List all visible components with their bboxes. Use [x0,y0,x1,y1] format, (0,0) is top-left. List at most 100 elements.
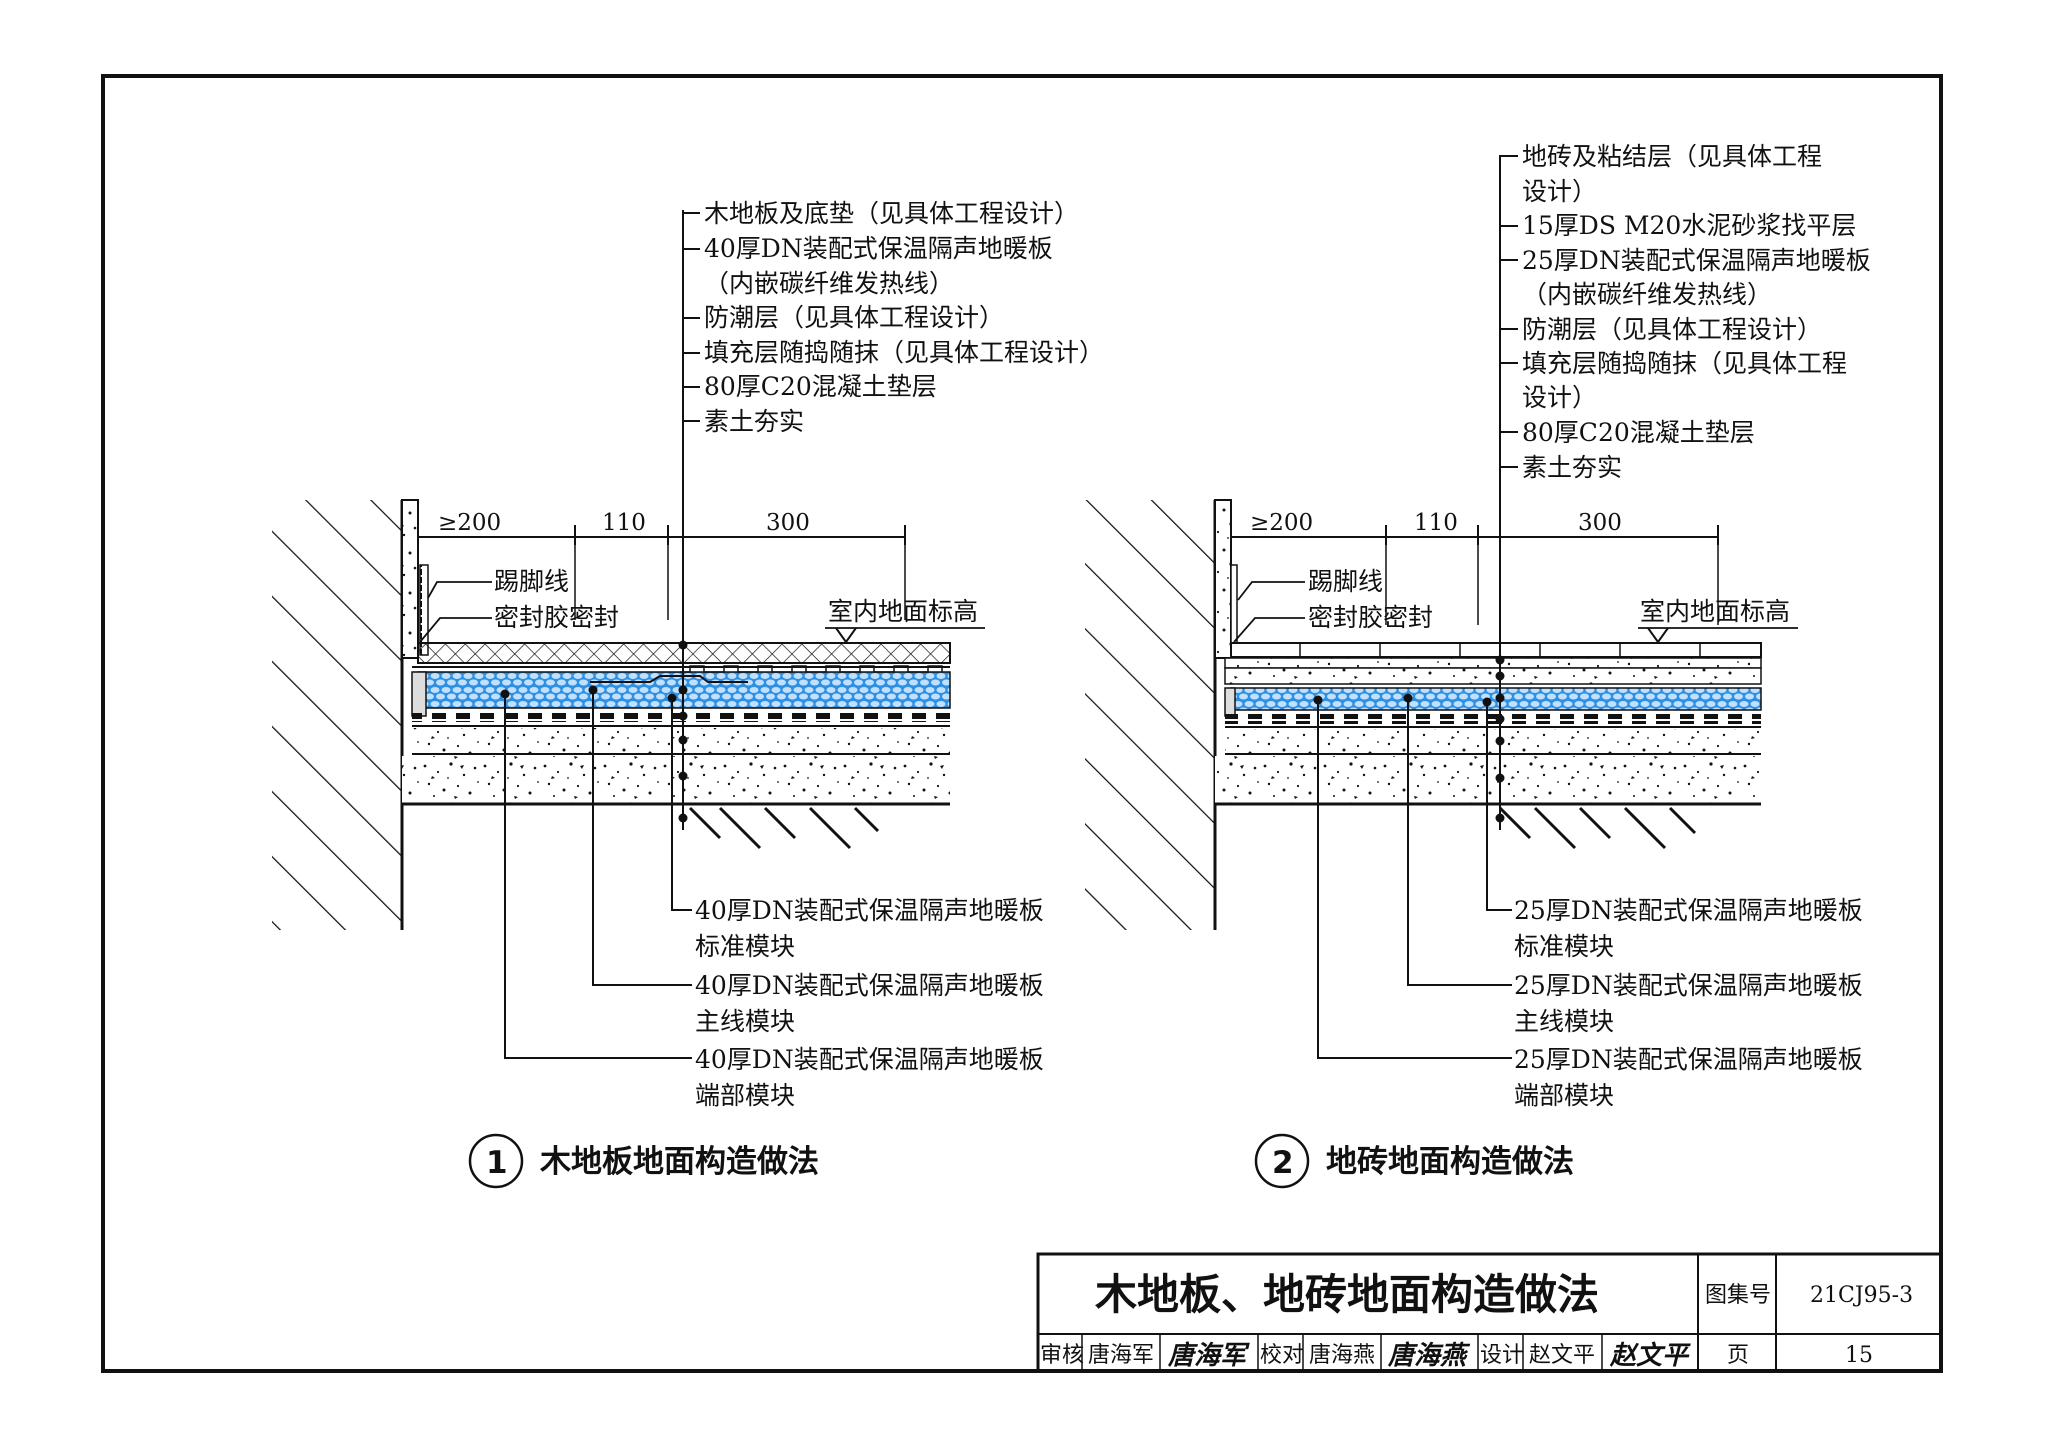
label-earth: 素土夯实 [704,407,804,436]
design-label: 设计 [1480,1343,1524,1368]
checker-name: 唐海燕 [1309,1343,1375,1368]
label-floor-level: 室内地面标高 [1640,597,1790,626]
drawing-caption: 木地板地面构造做法 [539,1144,819,1180]
label-end-module-line2: 端部模块 [1514,1081,1614,1110]
page-number: 15 [1845,1343,1873,1368]
drawing-number: 2 [1272,1145,1294,1181]
leader-ticks [683,212,700,422]
dim-3: 300 [1578,510,1622,536]
dimension-line [1230,525,1719,625]
label-earth: 素土夯实 [1522,453,1622,482]
bottom-leaders [504,690,692,1059]
drawing-number-circle [1254,1133,1310,1189]
drawing-1-wood-floor: ≥200 110 300 木地板及底垫（见具体工程设计） 40厚DN装配式保温隔… [272,199,1104,1189]
label-floor-level: 室内地面标高 [828,597,978,626]
tile-layer [1230,642,1762,658]
rammed-earth [688,806,880,850]
label-panel-25: 25厚DN装配式保温隔声地暖板 [1522,246,1871,275]
label-tile: 地砖及粘结层（见具体工程 [1522,142,1822,171]
label-main-module-line1: 40厚DN装配式保温隔声地暖板 [695,971,1044,1000]
label-sealant: 密封胶密封 [494,603,619,632]
label-moisture: 防潮层（见具体工程设计） [704,303,1004,332]
dimension-line [417,525,906,620]
floor-level-symbol [835,627,857,644]
wall-plaster [1214,499,1232,659]
reviewer-name: 唐海军 [1088,1343,1154,1368]
floor-level-symbol [1647,627,1669,644]
sealant-leader [1233,617,1305,643]
bottom-leaders [1317,698,1512,1059]
heating-cable-route [590,675,748,683]
sheet-title: 木地板、地砖地面构造做法 [1095,1270,1599,1319]
end-module [411,671,427,717]
label-carbon-wire: （内嵌碳纤维发热线） [704,269,954,298]
dim-1: ≥200 [1250,510,1313,536]
panel-profile [680,665,943,673]
label-end-module-line1: 25厚DN装配式保温隔声地暖板 [1514,1045,1863,1074]
label-main-module-line1: 25厚DN装配式保温隔声地暖板 [1514,971,1863,1000]
page-label: 页 [1727,1343,1749,1368]
drawing-caption: 地砖地面构造做法 [1326,1144,1574,1180]
dim-2: 110 [1414,510,1458,536]
label-skirting: 踢脚线 [1308,567,1383,596]
label-moisture: 防潮层（见具体工程设计） [1522,315,1822,344]
leader-dots [1495,655,1505,823]
label-std-module-line2: 标准模块 [1514,932,1614,961]
label-std-module-line1: 40厚DN装配式保温隔声地暖板 [695,896,1044,925]
reviewer-signature: 唐海军 [1167,1341,1250,1371]
dim-2: 110 [602,510,646,536]
label-carbon-wire: （内嵌碳纤维发热线） [1522,280,1772,309]
filler-layer [1225,729,1761,754]
skirting-leader [427,581,492,599]
wall-plaster [401,499,419,659]
tile-joints [1299,643,1701,657]
skirting-leader [1237,581,1305,601]
wall-hatch [1085,500,1215,930]
designer-name: 赵文平 [1529,1343,1595,1368]
atlas-label: 图集号 [1705,1283,1771,1308]
label-filler: 填充层随捣随抹（见具体工程设计） [704,338,1104,367]
drawing-2-tile-floor: ≥200 110 300 地砖及粘结层（见具体工程 设计） 15厚DS M20水… [1085,142,1871,1189]
drawing-number-circle [468,1133,524,1189]
sheet-border [101,74,1943,1373]
label-end-module-line1: 40厚DN装配式保温隔声地暖板 [695,1045,1044,1074]
bottom-leader-dots [1313,693,1492,707]
title-block-frame [1036,1252,1943,1373]
mortar-screed [1224,667,1762,685]
label-concrete: 80厚C20混凝土垫层 [1522,418,1755,447]
end-module [1224,687,1236,717]
leader-dots [678,640,688,823]
label-sealant: 密封胶密封 [1308,603,1433,632]
wall-hatch [272,500,402,930]
signature-grid [1081,1334,1603,1371]
label-main-module-line2: 主线模块 [1514,1007,1614,1036]
label-concrete: 80厚C20混凝土垫层 [704,372,937,401]
bond-layer [1224,657,1762,669]
label-screed: 15厚DS M20水泥砂浆找平层 [1522,211,1856,240]
check-label: 校对 [1260,1343,1304,1368]
title-block: 木地板、地砖地面构造做法 图集号 21CJ95-3 页 15 审核 唐海军 唐海… [1036,1252,1943,1373]
moisture-layer [1225,714,1761,724]
concrete-cushion [402,756,950,804]
drawing-number: 1 [486,1145,508,1181]
label-main-module-line2: 主线模块 [695,1007,795,1036]
dim-1: ≥200 [438,510,501,536]
dim-3: 300 [766,510,810,536]
label-wood-floor: 木地板及底垫（见具体工程设计） [704,199,1079,228]
atlas-number: 21CJ95-3 [1810,1283,1913,1308]
label-end-module-line2: 端部模块 [695,1081,795,1110]
leader-ticks [1500,155,1518,468]
checker-signature: 唐海燕 [1387,1341,1471,1371]
rammed-earth [1498,806,1697,850]
label-filler-cont: 设计） [1522,383,1597,412]
label-std-module-line1: 25厚DN装配式保温隔声地暖板 [1514,896,1863,925]
label-std-module-line2: 标准模块 [695,932,795,961]
label-filler: 填充层随捣随抹（见具体工程 [1522,349,1847,378]
label-tile-cont: 设计） [1522,177,1597,206]
sealant-leader [419,617,492,643]
designer-signature: 赵文平 [1609,1341,1691,1371]
bottom-leader-dots [500,685,677,703]
label-panel-40: 40厚DN装配式保温隔声地暖板 [704,234,1053,263]
review-label: 审核 [1040,1343,1084,1368]
